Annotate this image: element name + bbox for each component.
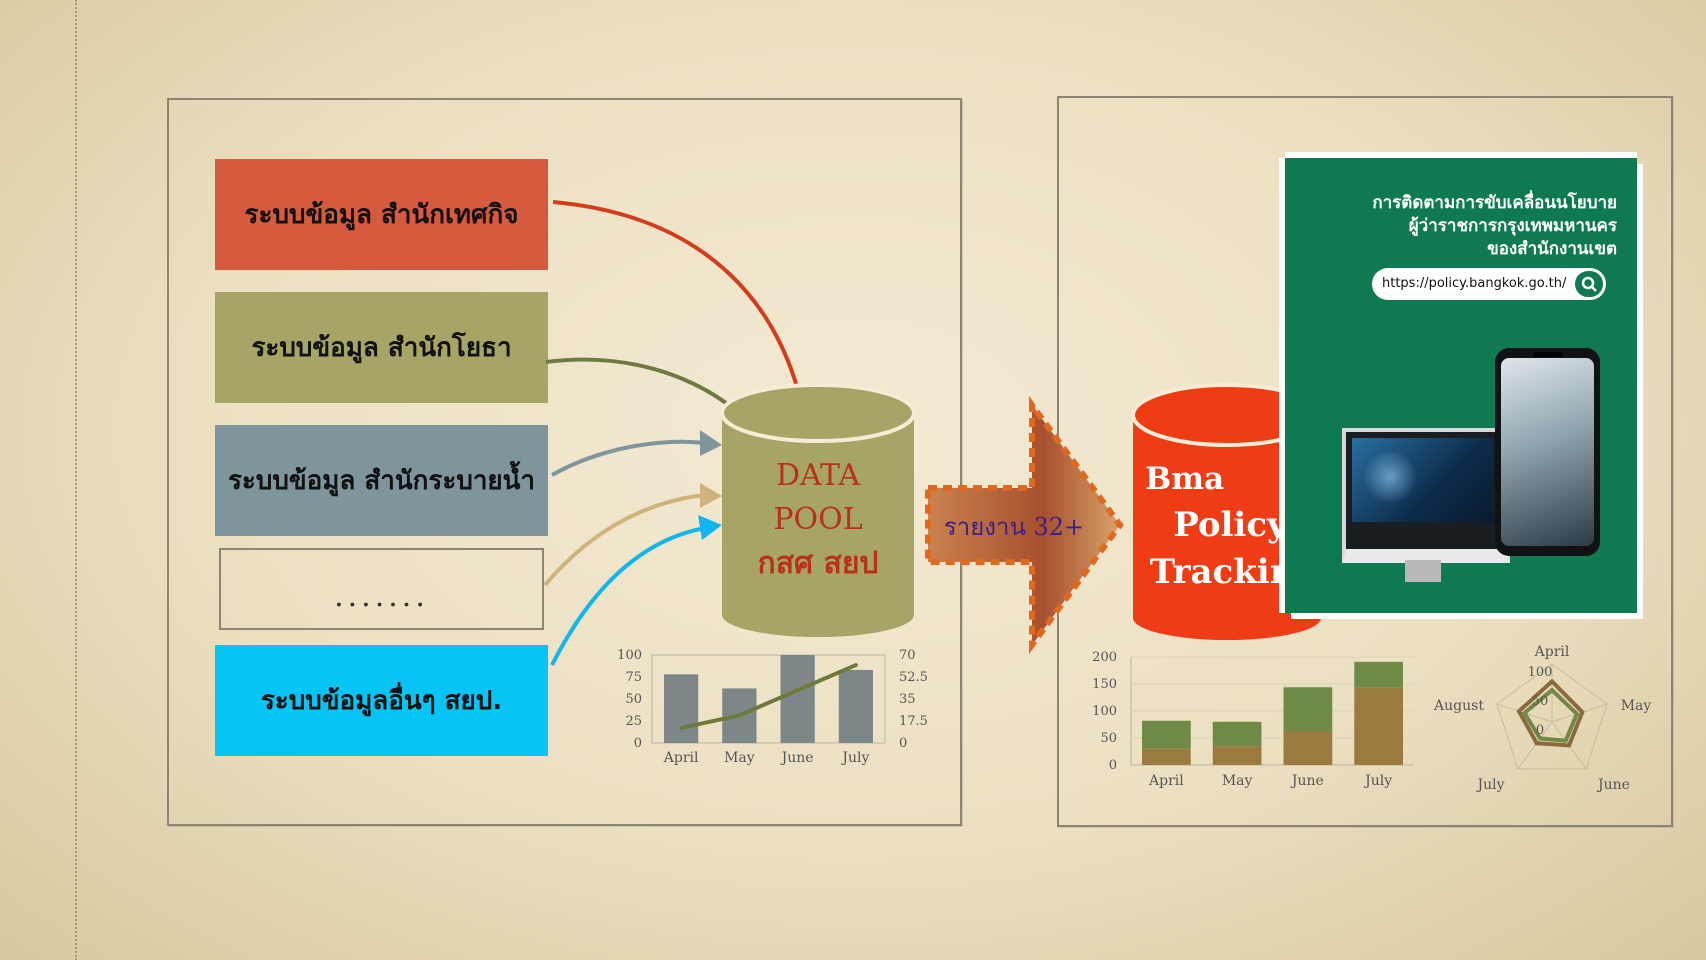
chart-right-ytick: 100 (1092, 704, 1117, 719)
chart-right-ytick: 150 (1092, 677, 1117, 692)
chart-left-y2tick: 70 (899, 648, 916, 663)
chart-right-bar-segment (1354, 687, 1403, 765)
arrow-other-to-pool (550, 526, 706, 666)
search-icon (1581, 276, 1597, 292)
tracking-body (1133, 415, 1321, 640)
chart-right-ytick: 0 (1109, 758, 1117, 773)
radar-axis-label: August (1433, 698, 1484, 714)
pool-top (720, 383, 916, 443)
pool-label-line3: กสศ สยป (758, 546, 879, 581)
chart-right-bar-segment (1212, 721, 1262, 747)
panel-title: การติดตามการขับเคลื่อนนโยบาย ผู้ว่าราชกา… (1297, 192, 1617, 261)
arrow-head-drainage (700, 430, 722, 456)
chart-left-bar (838, 669, 873, 743)
radar-spoke (1517, 721, 1553, 770)
pool-label-line2: POOL (773, 502, 862, 537)
chart-left-bar (664, 674, 699, 743)
chart-right-ytick: 50 (1100, 731, 1117, 746)
chart-right-bar-segment (1142, 748, 1191, 765)
arrow-head-more (700, 483, 722, 508)
radar-tick-label: 0 (1536, 723, 1544, 738)
source-box-tesakit: ระบบข้อมูล สำนักเทศกิจ (215, 159, 548, 270)
chart-right-xtick: May (1222, 773, 1253, 789)
chart-left-y2tick: 0 (899, 736, 907, 751)
pool-body (722, 413, 914, 637)
report-arrow-label: รายงาน 32+ (944, 513, 1084, 541)
radar-axis-label: July (1475, 777, 1504, 793)
source-box-yotha: ระบบข้อมูล สำนักโยธา (215, 292, 548, 403)
ellipsis-label: ....... (334, 579, 429, 614)
chart-right-bar-segment (1283, 731, 1333, 765)
chart-right-bar-segment (1212, 746, 1262, 765)
chart-left-line (679, 663, 858, 730)
radar-series (1516, 678, 1585, 748)
radar-spoke (1551, 703, 1608, 723)
phone-image (1495, 348, 1600, 556)
radar-axis-label: May (1621, 698, 1652, 714)
radar-axis-label: June (1596, 777, 1630, 793)
radar-series (1521, 687, 1580, 743)
chart-right-xtick: April (1148, 773, 1184, 789)
chart-left-y2tick: 52.5 (899, 670, 928, 685)
monitor-stand (1405, 560, 1441, 582)
chart-left-xtick: May (724, 750, 755, 766)
url-text: https://policy.bangkok.go.th/ (1382, 276, 1567, 291)
arrow-drainage-to-pool (551, 439, 706, 477)
chart-left-ytick: 50 (625, 692, 642, 707)
chart-left-bar (780, 655, 815, 743)
source-label: ระบบข้อมูล สำนักเทศกิจ (244, 200, 519, 230)
chart-left-xtick: June (780, 750, 814, 766)
radar-tick-label: 50 (1532, 694, 1549, 709)
arrow-more-to-pool (543, 493, 706, 587)
radar-grid-ring (1496, 663, 1608, 770)
chart-right-xtick: July (1363, 773, 1392, 789)
chart-right-ytick: 200 (1092, 650, 1117, 665)
dotted-margin-line (75, 0, 77, 960)
url-bar[interactable]: https://policy.bangkok.go.th/ (1372, 268, 1606, 300)
chart-left-ytick: 25 (625, 714, 642, 729)
panel-title-line1: การติดตามการขับเคลื่อนนโยบาย (1372, 193, 1617, 213)
monitor-image (1342, 428, 1510, 563)
panel-title-line2: ผู้ว่าราชการกรุงเทพมหานคร (1408, 216, 1617, 236)
chart-left-y2tick: 35 (899, 692, 916, 707)
report-arrow: รายงาน 32+ (925, 395, 1124, 655)
chart-right-bar-segment (1142, 720, 1191, 749)
source-label: ระบบข้อมูล สำนักระบายน้ำ (227, 466, 536, 496)
panel-title-line3: ของสำนักงานเขต (1487, 239, 1617, 259)
chart-right-bar-segment (1283, 687, 1333, 732)
search-button[interactable] (1572, 268, 1606, 300)
chart-right-bar-segment (1354, 661, 1403, 688)
arrow-head-other (698, 515, 722, 540)
chart-left-plot-area (651, 654, 886, 744)
source-box-drainage: ระบบข้อมูล สำนักระบายน้ำ (215, 425, 548, 536)
radar-tick-label: 100 (1528, 665, 1553, 680)
tracking-label-line1: Bma (1145, 461, 1224, 497)
left-frame (167, 98, 962, 826)
source-label: ระบบข้อมูล สำนักโยธา (251, 333, 512, 363)
tracking-label-line2: Policy (1173, 505, 1288, 545)
radar-axis-label: April (1534, 644, 1570, 660)
report-arrow-shape (925, 395, 1124, 655)
source-label: ระบบข้อมูลอื่นๆ สยป. (260, 686, 503, 716)
chart-left-y2tick: 17.5 (899, 714, 928, 729)
chart-left-ytick: 100 (617, 648, 642, 663)
source-box-more: ....... (219, 548, 544, 630)
pool-label-line1: DATA (776, 458, 860, 493)
chart-left-ytick: 75 (625, 670, 642, 685)
policy-web-panel: การติดตามการขับเคลื่อนนโยบาย ผู้ว่าราชกา… (1285, 158, 1637, 613)
chart-left-xtick: April (663, 750, 699, 766)
chart-right-xtick: June (1290, 773, 1324, 789)
chart-left-xtick: July (840, 750, 869, 766)
data-pool-cylinder: DATA POOL กสศ สยป (720, 383, 916, 637)
chart-left-ytick: 0 (634, 736, 642, 751)
source-box-other: ระบบข้อมูลอื่นๆ สยป. (215, 645, 548, 756)
